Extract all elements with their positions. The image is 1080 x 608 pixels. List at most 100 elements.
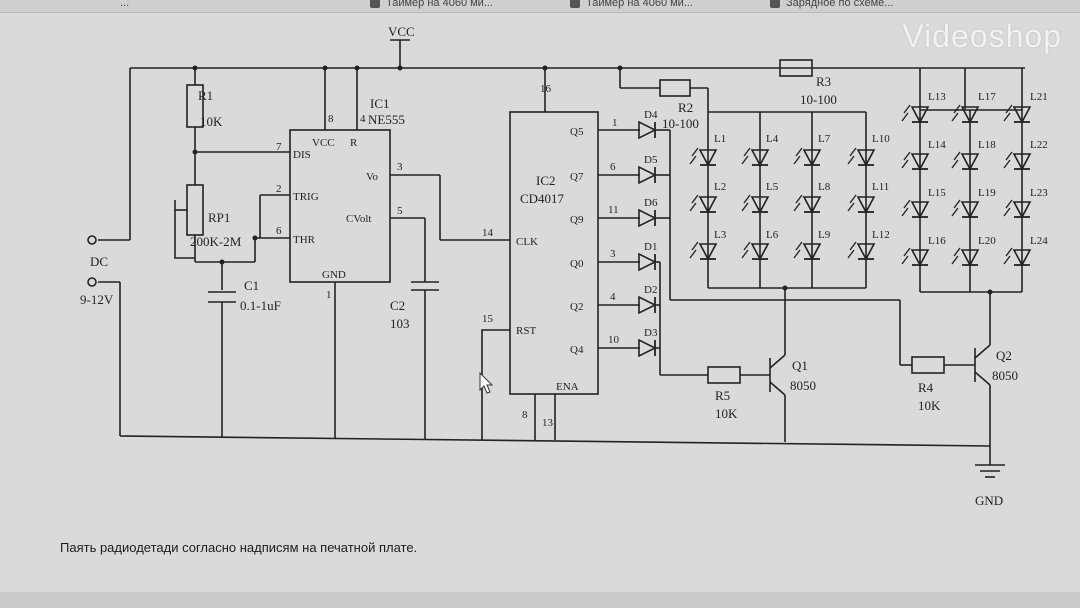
- diode-d1: [638, 253, 656, 271]
- browser-tab-label: Зарядное по схеме...: [786, 0, 894, 9]
- r5-value: 10K: [715, 406, 738, 421]
- led-label: L7: [818, 133, 831, 145]
- led-label: L19: [978, 187, 996, 199]
- diode-label: D2: [644, 284, 657, 296]
- diode-label: D6: [644, 197, 658, 209]
- browser-tab-strip: ... Таймер на 4060 ми... Таймер на 4060 …: [0, 0, 1080, 13]
- q2-ref: Q2: [996, 348, 1012, 363]
- r4-ref: R4: [918, 380, 934, 395]
- led-label: L23: [1030, 187, 1048, 199]
- led-label: L10: [872, 133, 890, 145]
- browser-tab-label: Таймер на 4060 ми...: [386, 0, 493, 9]
- led-label: L4: [766, 133, 779, 145]
- diode-label: D3: [644, 327, 658, 339]
- led-label: L12: [872, 229, 890, 241]
- ic2-pin-q5: Q5: [570, 126, 584, 138]
- tab-favicon-icon: [770, 0, 780, 9]
- bottom-strip: [0, 592, 1080, 608]
- led-label: L1: [714, 133, 726, 145]
- pin-number: 4: [360, 113, 366, 125]
- diode-label: D1: [644, 241, 657, 253]
- led-label: L16: [928, 235, 946, 247]
- pin-number: 5: [397, 205, 403, 217]
- diode-d5: [638, 166, 656, 184]
- diode-d6: [638, 209, 656, 227]
- led-label: L21: [1030, 91, 1048, 103]
- r2-ref: R2: [678, 100, 693, 115]
- led-label: L11: [872, 181, 889, 193]
- c1-ref: C1: [244, 278, 259, 293]
- led-label: L18: [978, 139, 996, 151]
- pin-number: 11: [608, 204, 619, 216]
- browser-tab[interactable]: Зарядное по схеме...: [770, 0, 950, 9]
- led-label: L15: [928, 187, 946, 199]
- r1-value: 10K: [200, 114, 223, 129]
- ic1-ref: IC1: [370, 96, 390, 111]
- pin-number: 16: [540, 83, 552, 95]
- instruction-caption: Паять радиодетади согласно надписям на п…: [60, 540, 418, 555]
- browser-tab-label: ...: [120, 0, 130, 9]
- browser-tab[interactable]: Таймер на 4060 ми...: [570, 0, 750, 9]
- vcc-label: VCC: [388, 24, 415, 39]
- tab-favicon-icon: [370, 0, 380, 9]
- ic2-pin-q9: Q9: [570, 214, 584, 226]
- led-label: L24: [1030, 235, 1048, 247]
- diode-label: D5: [644, 154, 658, 166]
- r4-value: 10K: [918, 398, 941, 413]
- led-label: L22: [1030, 139, 1048, 151]
- ic1-pin-dis: DIS: [293, 149, 311, 161]
- q2-part: 8050: [992, 368, 1018, 383]
- rp1-value: 200K-2M: [190, 234, 242, 249]
- pin-number: 8: [328, 113, 334, 125]
- pin-number: 14: [482, 227, 494, 239]
- browser-tab[interactable]: Таймер на 4060 ми...: [370, 0, 540, 9]
- r5-ref: R5: [715, 388, 730, 403]
- ic1-pin-vcc: VCC: [312, 137, 335, 149]
- led-label: L13: [928, 91, 946, 103]
- pin-number: 3: [610, 248, 616, 260]
- pin-number: 6: [610, 161, 616, 173]
- q1-part: 8050: [790, 378, 816, 393]
- ic1-pin-gnd: GND: [322, 269, 346, 281]
- led-label: L2: [714, 181, 726, 193]
- dc-label: DC: [90, 254, 108, 269]
- browser-tab-label: Таймер на 4060 ми...: [586, 0, 693, 9]
- dc-voltage-label: 9-12V: [80, 292, 114, 307]
- led-label: L5: [766, 181, 779, 193]
- ic2-part: CD4017: [520, 191, 565, 206]
- ic1-pin-thr: THR: [293, 234, 316, 246]
- pin-number: 1: [612, 117, 618, 129]
- diode-d3: [638, 339, 656, 357]
- pin-number: 8: [522, 409, 528, 421]
- ic1-part: NE555: [368, 112, 405, 127]
- browser-tab[interactable]: ...: [120, 0, 180, 9]
- pin-number: 3: [397, 161, 403, 173]
- ic2-pin-q7: Q7: [570, 171, 584, 183]
- mouse-cursor-icon: [479, 372, 493, 394]
- pin-number: 6: [276, 225, 282, 237]
- c1-value: 0.1-1uF: [240, 298, 281, 313]
- rp1-ref: RP1: [208, 210, 230, 225]
- pin-number: 7: [276, 141, 282, 153]
- led-label: L8: [818, 181, 831, 193]
- led-label: L6: [766, 229, 779, 241]
- ic2-pin-rst: RST: [516, 325, 536, 337]
- led-label: L20: [978, 235, 996, 247]
- led-label: L17: [978, 91, 996, 103]
- gnd-label: GND: [975, 493, 1003, 508]
- ic1-pin-vo: Vo: [366, 171, 379, 183]
- ic2-ref: IC2: [536, 173, 556, 188]
- ic1-pin-trig: TRIG: [293, 191, 319, 203]
- led-label: L3: [714, 229, 727, 241]
- led-label: L9: [818, 229, 831, 241]
- ic1-pin-cvolt: CVolt: [346, 213, 371, 225]
- circuit-schematic: VCC GND DC 9-12V IC1 NE555 DIS VCC R TRI…: [80, 24, 1048, 508]
- q1-ref: Q1: [792, 358, 808, 373]
- ic2-pin-ena: ENA: [556, 381, 579, 393]
- ic2-pin-q0: Q0: [570, 258, 584, 270]
- schematic-sheet: VCC GND DC 9-12V IC1 NE555 DIS VCC R TRI…: [0, 12, 1080, 592]
- videoshop-watermark: Videoshop: [902, 18, 1062, 54]
- r3-value: 10-100: [800, 92, 837, 107]
- r3-ref: R3: [816, 74, 831, 89]
- pin-number: 1: [326, 289, 332, 301]
